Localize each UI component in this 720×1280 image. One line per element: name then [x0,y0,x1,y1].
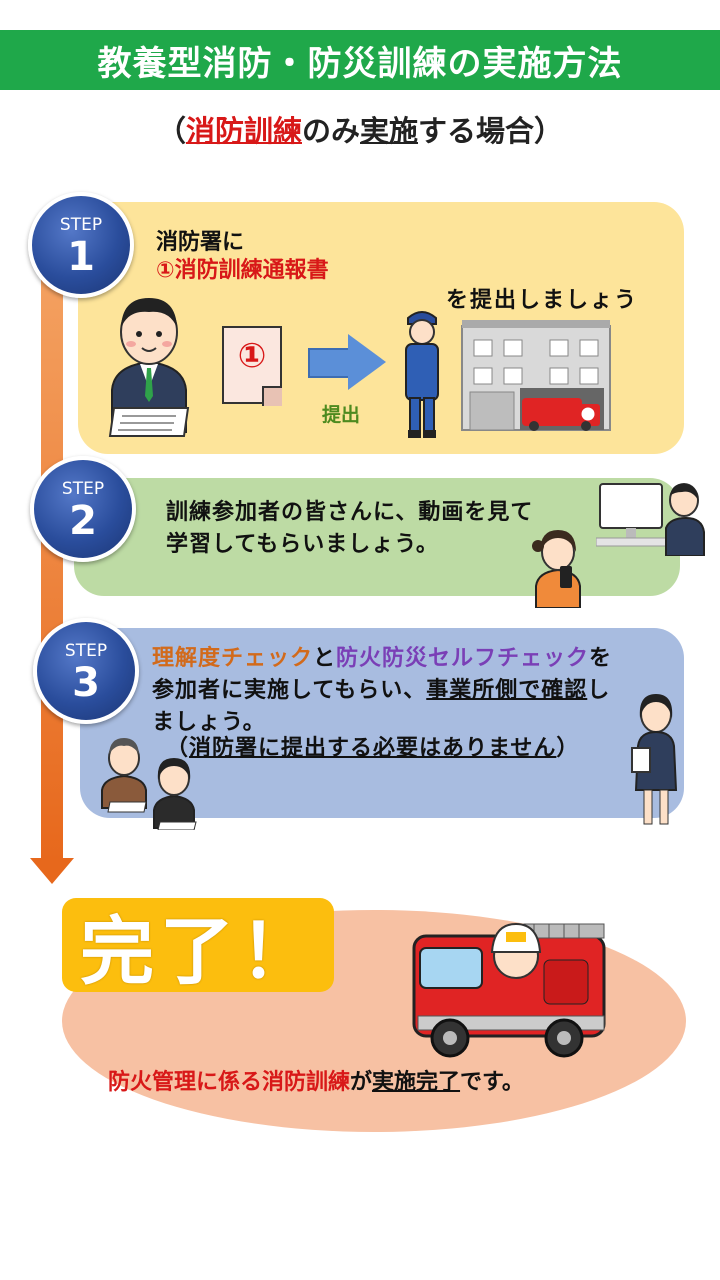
subtitle-middle: のみ [301,114,360,148]
document-fold [262,386,282,406]
line4-close: ） [556,736,580,761]
page-title: 教養型消防・防災訓練の実施方法 [97,43,623,84]
step2-panel [74,478,680,596]
step1-line1: 消防署に [156,230,245,255]
step3-number: 3 [72,660,100,706]
document-number: ① [237,336,267,376]
line2-a: 参加者に実施してもらい、 [152,678,427,703]
submit-label: 提出 [322,404,361,426]
completion-banner: 完了！ [62,898,334,995]
step1-line2: ①消防訓練通報書 [156,258,329,283]
step2-line1: 訓練参加者の皆さんに、動画を見て [166,500,534,525]
step1-word: STEP [59,215,103,235]
header-bar: 教養型消防・防災訓練の実施方法 [0,30,720,90]
step1-number: 1 [67,234,95,280]
step3-line1: 理解度チェックと防火防災セルフチェックを [152,640,612,672]
step3-line3: ましょう。 [152,710,266,735]
final-a: が [350,1070,373,1095]
subtitle: （消防訓練のみ実施する場合） [0,108,720,150]
right-arrow-icon [308,348,354,378]
seated-workers-icon [101,738,197,830]
right-arrow-head [348,334,386,390]
line4-underlined: 消防署に提出する必要はありません [189,736,557,761]
completion-statement: 防火管理に係る消防訓練が実施完了です。 [108,1064,524,1096]
tail-label: を [589,646,613,671]
step3-line2: 参加者に実施してもらい、事業所側で確認し [152,672,610,704]
subtitle-open: （ [156,114,186,148]
step2-word: STEP [61,479,105,499]
paper-on-desk-icon [108,407,190,437]
step3-line4: （消防署に提出する必要はありません） [166,730,579,762]
subtitle-underlined: 実施 [360,114,419,148]
step1-badge: STEP 1 [28,192,134,298]
man-at-computer-icon [596,483,705,556]
joiner-label: と [313,646,337,671]
final-b: です。 [460,1070,524,1095]
step2-line2: 学習してもらいましょう。 [166,532,439,557]
woman-with-clipboard-icon [631,694,678,825]
line4-open: （ [166,736,190,761]
step2-badge: STEP 2 [30,456,136,562]
step3-word: STEP [64,641,108,661]
step2-number: 2 [69,498,97,544]
timeline-arrow-head [30,858,74,884]
subtitle-end: する場合） [418,114,564,148]
fire-station-icon [461,320,611,431]
step3-badge: STEP 3 [33,618,139,724]
line2-c: し [587,678,611,703]
woman-with-phone-icon [532,530,581,608]
subtitle-red: 消防訓練 [185,114,302,148]
timeline-arrow-shaft [41,262,63,862]
check2-label: 防火防災セルフチェック [336,646,590,671]
step1-line3: を提出しましょう [446,288,639,313]
fire-engine-icon [412,922,606,1058]
final-red: 防火管理に係る消防訓練 [108,1070,351,1095]
check1-label: 理解度チェック [152,646,314,671]
line2-b: 事業所側で確認 [426,678,588,703]
firefighter-icon [405,311,439,438]
final-underlined: 実施完了 [372,1070,461,1095]
completion-label: 完了！ [80,908,320,995]
